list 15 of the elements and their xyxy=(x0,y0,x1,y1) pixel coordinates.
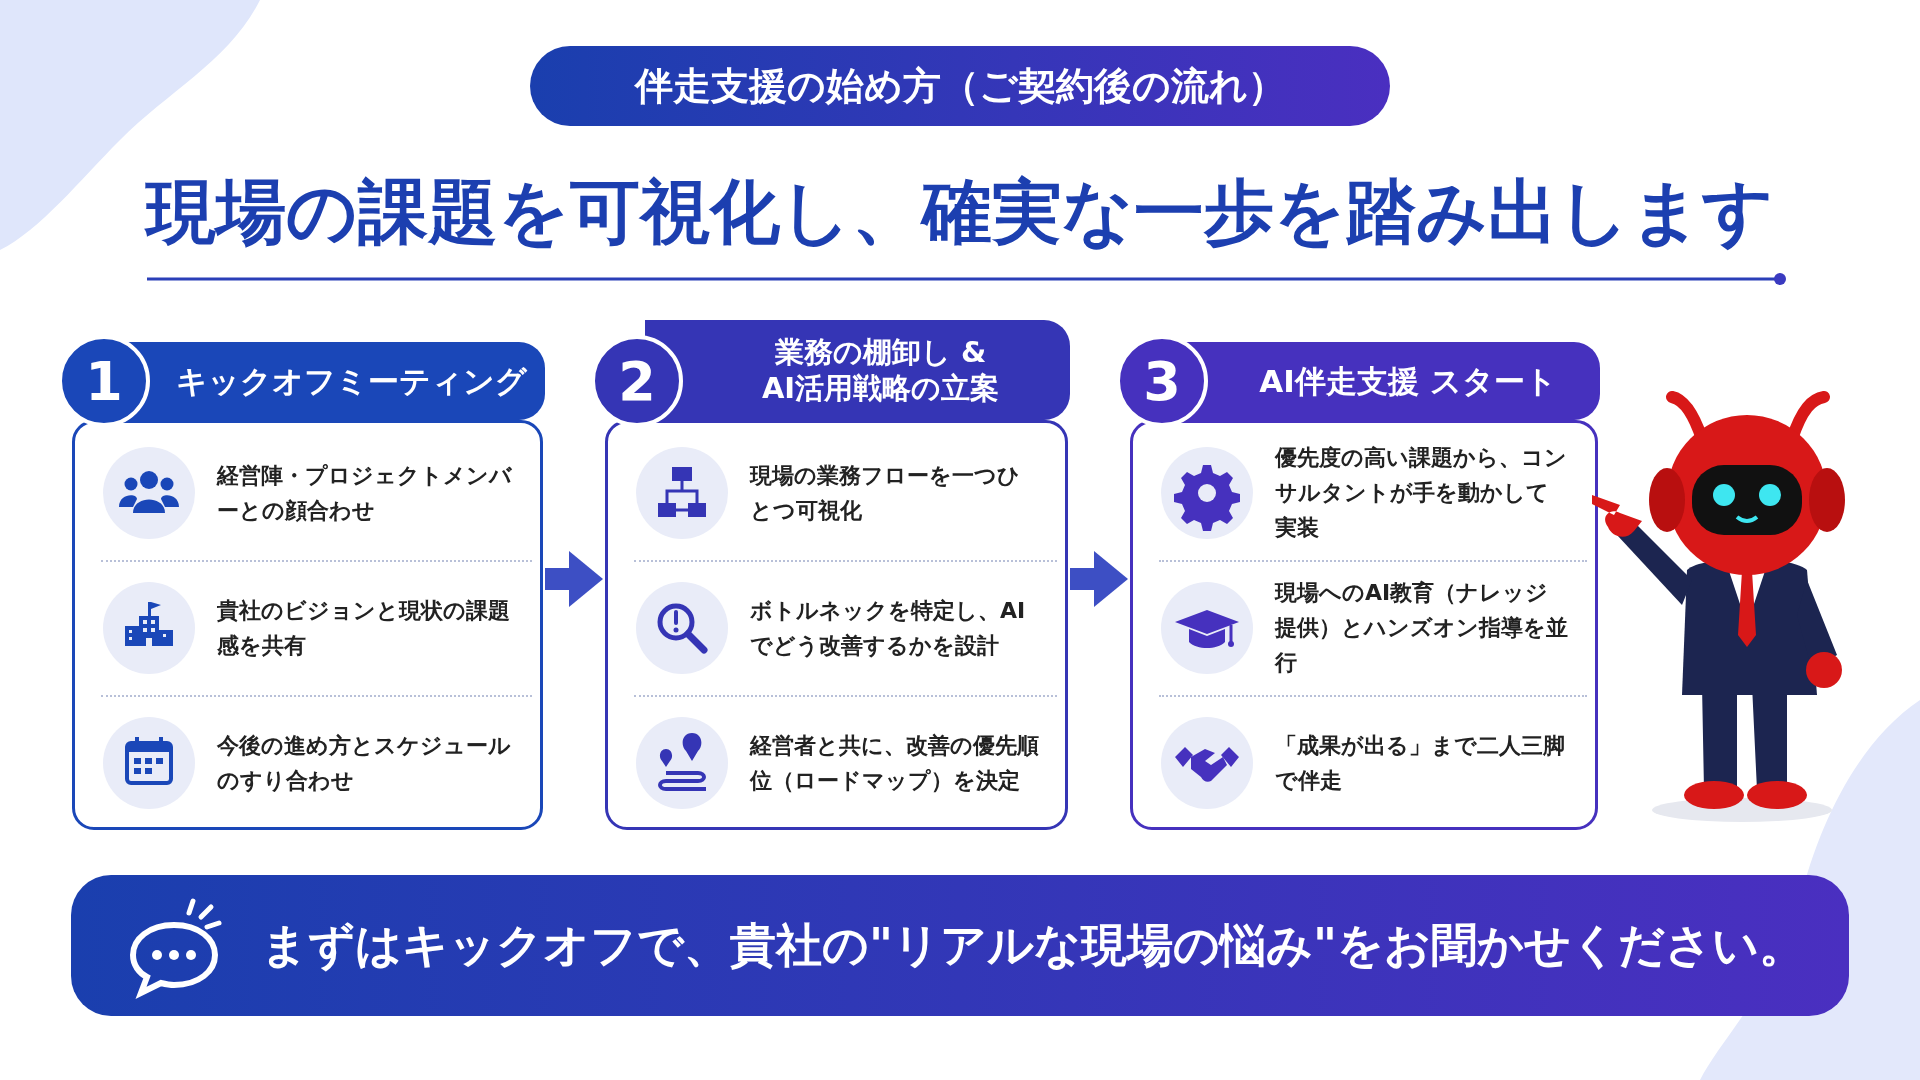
item-text: 経営陣・プロジェクトメンバーとの顔合わせ xyxy=(217,461,513,525)
item-text: 今後の進め方とスケジュールのすり合わせ xyxy=(217,731,512,795)
item-text: 現場の業務フローを一つひとつ可視化 xyxy=(750,461,1021,525)
item-text: 貴社のビジョンと現状の課題感を共有 xyxy=(217,596,511,660)
item-text: 現場へのAI教育（ナレッジ提供）とハンズオン指導を並行 xyxy=(1275,579,1569,678)
banner-text: まずはキックオフで、貴社の"リアルな現場の悩み"をお聞かせください。 xyxy=(261,916,1805,974)
message-banner xyxy=(71,875,1849,1016)
item-text: 「成果が出る」まで二人三脚で伴走 xyxy=(1275,731,1566,795)
item-text: 経営者と共に、改善の優先順位（ロードマップ）を決定 xyxy=(750,731,1039,795)
arrow xyxy=(545,551,603,607)
item-text: ボトルネックを特定し、AIでどう改善するかを設計 xyxy=(750,596,1027,660)
subtitle-pill: 伴走支援の始め方（ご契約後の流れ） xyxy=(530,46,1390,126)
item-text: 優先度の高い課題から、コンサルタントが手を動かして実装 xyxy=(1275,444,1568,543)
arrow xyxy=(1070,551,1128,607)
main-title: 現場の課題を可視化し、確実な一歩を踏み出します xyxy=(143,170,1775,254)
